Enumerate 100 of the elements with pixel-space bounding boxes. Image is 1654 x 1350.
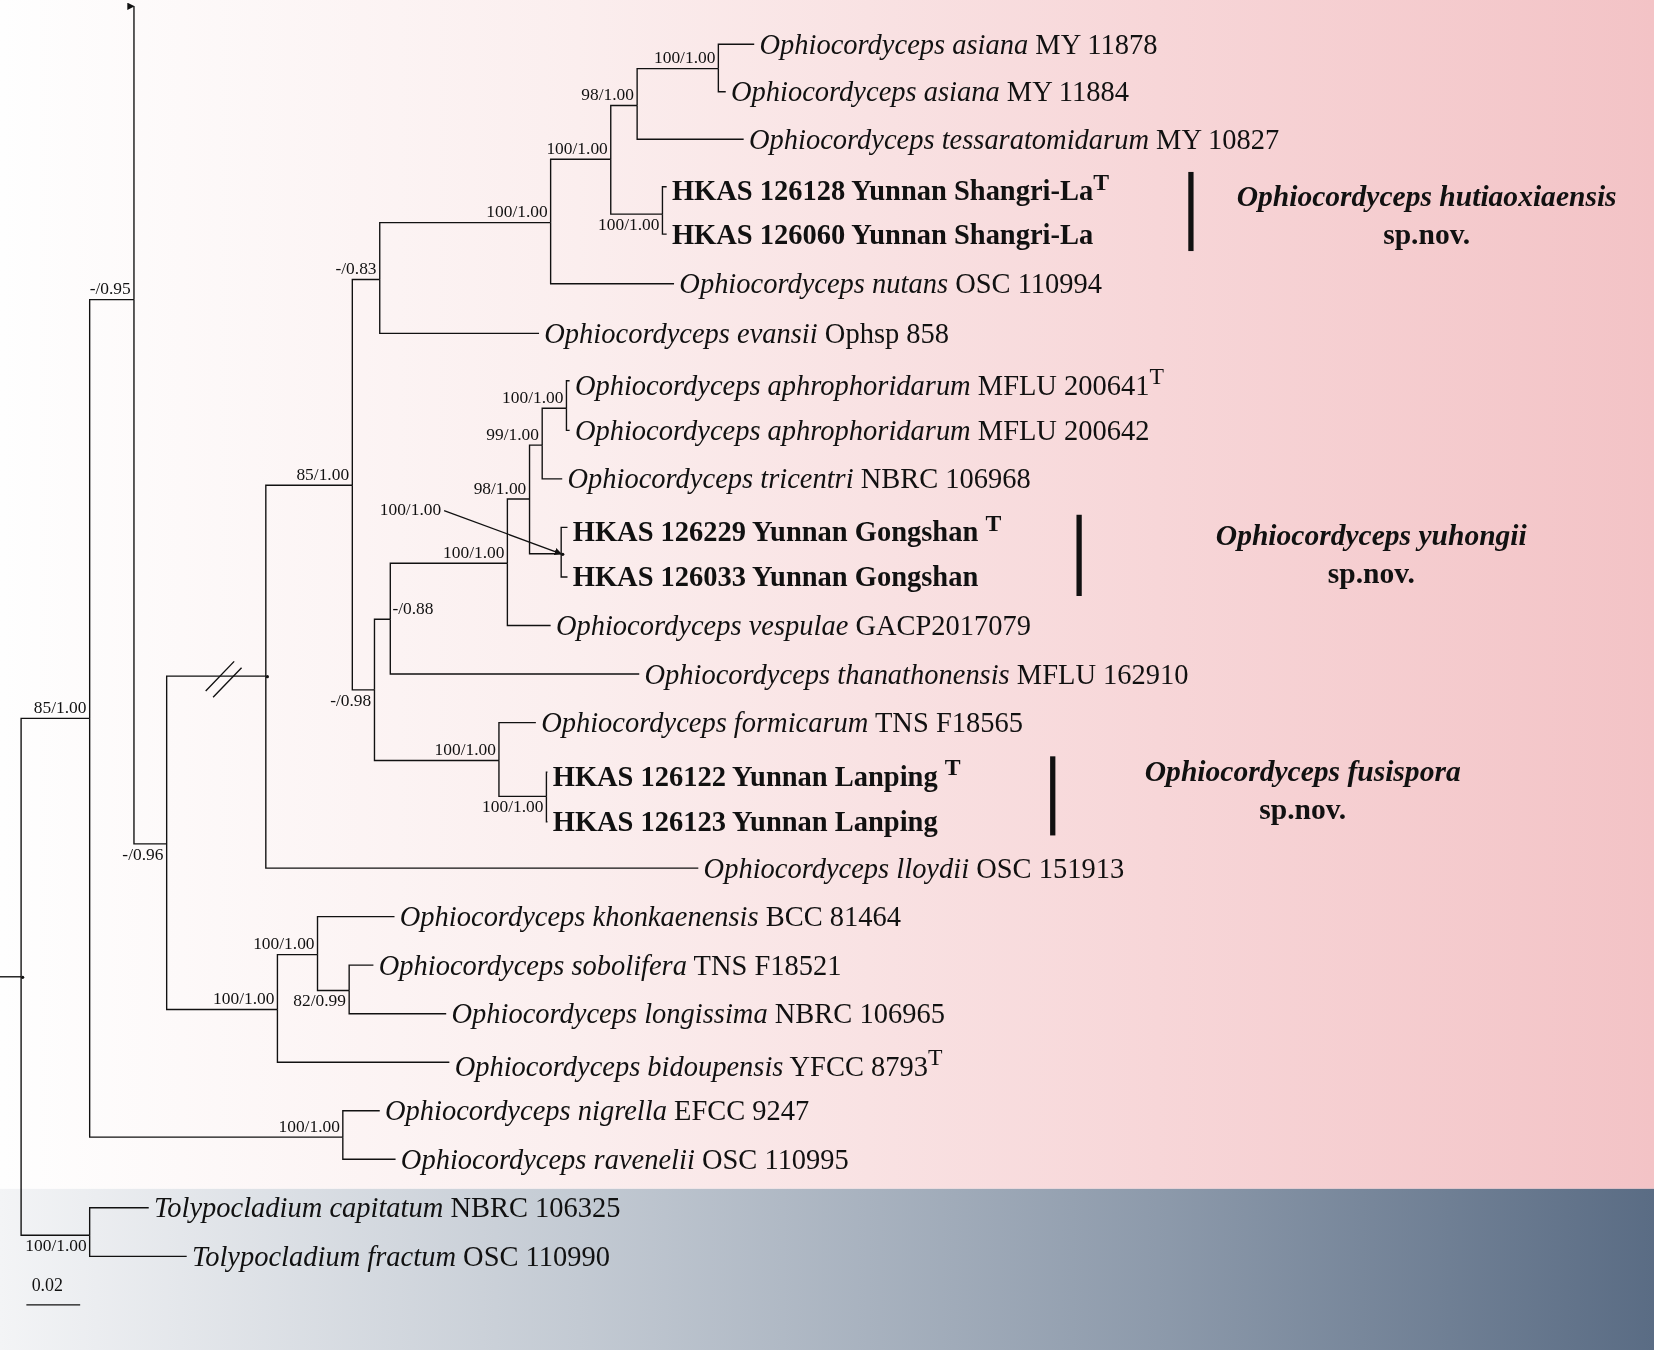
support-value: -/0.83	[333, 258, 380, 280]
tree-branch	[88, 298, 135, 720]
tree-branch	[351, 278, 381, 486]
tree-branch	[316, 953, 350, 992]
branch-point	[265, 674, 269, 678]
tree-branch	[342, 1136, 397, 1160]
taxon-label: Ophiocordyceps khonkaenensis BCC 81464	[394, 899, 902, 934]
taxon-label: Ophiocordyceps ravenelii OSC 110995	[395, 1142, 849, 1177]
tree-branch	[379, 278, 540, 334]
scale-label: 0.02	[31, 1274, 64, 1298]
tree-branch	[316, 915, 396, 956]
leader-arrow	[443, 509, 562, 555]
support-value: 100/1.00	[484, 201, 551, 223]
tree-branch	[20, 717, 91, 978]
taxon-label: Ophiocordyceps nutans OSC 110994	[674, 266, 1103, 301]
tree-branch	[389, 562, 509, 620]
branch-point	[21, 975, 25, 979]
tree-branch	[636, 67, 720, 107]
tree-branch	[560, 553, 569, 578]
support-value: 100/1.00	[479, 796, 547, 818]
support-value: 100/1.00	[651, 47, 719, 69]
tree-branch	[636, 104, 745, 140]
tree-branch	[166, 675, 267, 845]
tree-branch	[717, 43, 755, 70]
tree-branch	[541, 407, 568, 446]
tree-branch	[545, 771, 549, 798]
tree-branch	[348, 989, 447, 1015]
taxon-label: Ophiocordyceps aphrophoridarum MFLU 200641$^{T}$	[569, 359, 1164, 402]
tree-branch	[88, 1234, 188, 1257]
taxon-label: HKAS 126123 Yunnan Lanping	[547, 804, 938, 839]
tree-branch	[373, 689, 500, 762]
taxon-label: Ophiocordyceps formicarum TNS F18565	[535, 705, 1023, 740]
tree-branch	[342, 1110, 381, 1138]
taxon-label: Ophiocordyceps thanathonensis MFLU 162910	[639, 657, 1189, 691]
support-value: 85/1.00	[294, 464, 353, 486]
tree-branch	[610, 158, 664, 215]
taxon-label: HKAS 126229 Yunnan Gongshan $^{T}$	[567, 506, 1002, 549]
tree-branch	[373, 618, 391, 691]
support-value: 100/1.00	[210, 988, 278, 1010]
tree-branch	[541, 444, 563, 480]
tree-branch	[661, 186, 668, 215]
tree-branch	[506, 498, 531, 564]
clade-label: Ophiocordyceps yuhongii sp.nov.	[1214, 518, 1528, 592]
taxon-label: HKAS 126128 Yunnan Shangri-La$^{T}$	[666, 165, 1110, 208]
support-value: 100/1.00	[276, 1116, 344, 1138]
tree-branch	[528, 444, 543, 500]
tree-branch	[545, 795, 549, 823]
branch-point	[561, 552, 565, 556]
tree-branch	[560, 526, 569, 555]
tree-branch	[166, 843, 279, 1011]
support-value: 100/1.00	[544, 138, 611, 160]
taxon-label: Tolypocladium fractum OSC 110990	[186, 1239, 610, 1274]
tree-branch	[265, 675, 699, 869]
support-value: 100/1.00	[377, 498, 445, 521]
taxon-label: HKAS 126060 Yunnan Shangri-La	[666, 217, 1094, 252]
taxon-label: Ophiocordyceps sobolifera TNS F18521	[373, 948, 842, 983]
tree-branch	[265, 484, 353, 677]
tree-branch	[88, 717, 344, 1138]
support-value: 99/1.00	[484, 424, 543, 446]
taxon-label: HKAS 126122 Yunnan Lanping $^{T}$	[547, 751, 961, 794]
taxon-label: Ophiocordyceps asiana MY 11884	[725, 74, 1129, 109]
tree-branch	[276, 1008, 451, 1063]
tree-branch	[610, 104, 638, 160]
taxon-label: HKAS 126033 Yunnan Gongshan	[567, 560, 979, 594]
tree-branch	[498, 759, 548, 798]
support-value: -/0.88	[390, 598, 437, 620]
taxon-label: Ophiocordyceps tricentri NBRC 106968	[562, 462, 1031, 496]
support-value: 100/1.00	[500, 387, 567, 409]
support-value: 100/1.00	[251, 933, 318, 955]
taxon-label: Ophiocordyceps aphrophoridarum MFLU 200642	[569, 413, 1150, 448]
support-value: -/0.96	[120, 843, 167, 865]
clade-label: Ophiocordyceps fusispora sp.nov.	[1143, 753, 1462, 827]
tree-branch	[379, 221, 552, 281]
tree-branch	[498, 721, 537, 762]
tree-branch	[133, 298, 168, 845]
support-value: 100/1.00	[440, 542, 508, 564]
truncated-branch-arrow	[130, 5, 138, 301]
taxon-label: Ophiocordyceps evansii Ophsp 858	[539, 316, 950, 351]
taxon-label: Ophiocordyceps tessaratomidarum MY 10827	[743, 122, 1280, 157]
tree-branch	[348, 964, 375, 992]
tree-branch	[276, 953, 319, 1011]
taxon-label: Ophiocordyceps lloydii OSC 151913	[698, 851, 1125, 885]
clade-label: Ophiocordyceps hutiaoxiaensis sp.nov.	[1235, 178, 1618, 252]
support-value: 100/1.00	[596, 214, 663, 236]
support-value: 85/1.00	[31, 697, 90, 719]
support-value: 98/1.00	[471, 477, 530, 499]
support-value: -/0.95	[87, 278, 134, 300]
tree-branch	[389, 618, 640, 675]
support-value: 100/1.00	[432, 739, 500, 761]
support-value: -/0.98	[328, 689, 375, 711]
tree-branch	[565, 407, 571, 432]
tree-branch	[506, 562, 552, 627]
taxon-label: Ophiocordyceps longissima NBRC 106965	[446, 996, 945, 1031]
tree-branch	[20, 976, 91, 1236]
support-value: 98/1.00	[579, 84, 638, 106]
support-value: 82/0.99	[291, 990, 350, 1012]
tree-branch	[351, 484, 376, 691]
support-value: 100/1.00	[23, 1235, 90, 1257]
taxon-label: Tolypocladium capitatum NBRC 106325	[148, 1190, 621, 1225]
tree-branch	[661, 213, 668, 235]
